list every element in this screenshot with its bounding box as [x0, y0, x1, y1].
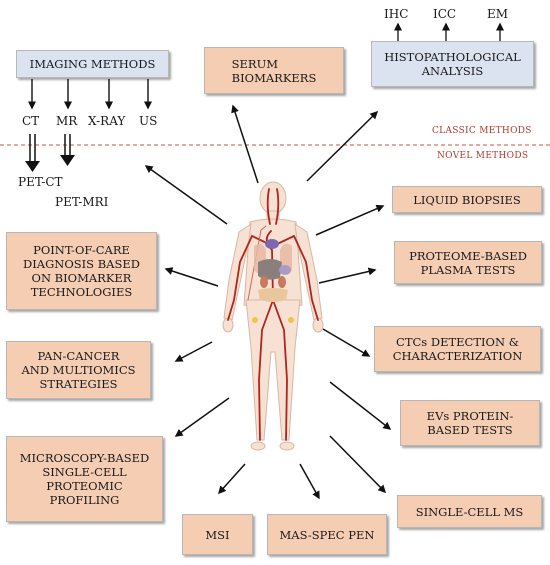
- microscopy-line2: SINGLE-CELL: [42, 465, 127, 479]
- liquid-biopsies-box: LIQUID BIOPSIES: [392, 186, 542, 213]
- imaging-method-us: US: [139, 114, 158, 128]
- ctc-line1: CTCs DETECTION &: [396, 335, 519, 349]
- imaging-methods-title: IMAGING METHODS: [29, 57, 156, 71]
- histo-subtype-icc: ICC: [433, 7, 457, 21]
- novel-methods-label: NOVEL METHODS: [437, 151, 529, 161]
- msi-box: MSI: [182, 514, 253, 555]
- pan-cancer-box: PAN-CANCER AND MULTIOMICS STRATEGIES: [6, 341, 151, 399]
- evs-line2: BASED TESTS: [427, 423, 513, 437]
- poc-line2: DIAGNOSIS BASED: [23, 257, 140, 271]
- point-of-care-box: POINT-OF-CARE DIAGNOSIS BASED ON BIOMARK…: [6, 232, 157, 310]
- imaging-arrows: [28, 79, 152, 110]
- imaging-method-ct: CT: [22, 114, 40, 128]
- serum-biomarkers-line2: BIOMARKERS: [231, 70, 317, 85]
- microscopy-line4: PROFILING: [49, 493, 120, 507]
- histo-line2: ANALYSIS: [421, 64, 484, 78]
- histo-subtype-em: EM: [487, 7, 509, 21]
- imaging-method-xray: X-RAY: [88, 114, 126, 128]
- proteome-line2: PLASMA TESTS: [420, 262, 516, 277]
- pancancer-line3: STRATEGIES: [39, 377, 118, 391]
- imaging-methods-box: IMAGING METHODS: [16, 50, 169, 78]
- radial-arrows: [144, 104, 392, 500]
- classic-methods-label: CLASSIC METHODS: [432, 126, 532, 136]
- mas-spec-pen-box: MAS-SPEC PEN: [267, 514, 387, 555]
- poc-line3: ON BIOMARKER: [31, 271, 132, 285]
- pancancer-line2: AND MULTIOMICS: [21, 363, 136, 377]
- microscopy-based-box: MICROSCOPY-BASED SINGLE-CELL PROTEOMIC P…: [6, 436, 163, 522]
- histo-arrows: [394, 22, 504, 41]
- poc-line1: POINT-OF-CARE: [33, 243, 130, 257]
- single-cell-ms-box: SINGLE-CELL MS: [397, 495, 542, 528]
- human-body-figure: [222, 181, 324, 451]
- liquid-biopsies-label: LIQUID BIOPSIES: [413, 192, 521, 207]
- mas-spec-pen-label: MAS-SPEC PEN: [279, 527, 375, 542]
- histo-line1: HISTOPATHOLOGICAL: [384, 50, 521, 64]
- evs-protein-box: EVs PROTEIN- BASED TESTS: [400, 400, 540, 446]
- proteome-line1: PROTEOME-BASED: [409, 248, 527, 263]
- poc-line4: TECHNOLOGIES: [30, 285, 133, 299]
- imaging-method-mr: MR: [56, 114, 78, 128]
- msi-label: MSI: [205, 527, 230, 542]
- histopathological-analysis-box: HISTOPATHOLOGICAL ANALYSIS: [371, 41, 534, 87]
- single-cell-ms-label: SINGLE-CELL MS: [415, 504, 524, 519]
- hybrid-imaging-pet-ct: PET-CT: [18, 175, 63, 189]
- microscopy-line1: MICROSCOPY-BASED: [19, 451, 150, 465]
- hybrid-arrows: [25, 134, 75, 172]
- proteome-based-box: PROTEOME-BASED PLASMA TESTS: [394, 241, 542, 284]
- hybrid-imaging-pet-mri: PET-MRI: [55, 195, 109, 209]
- ctcs-detection-box: CTCs DETECTION & CHARACTERIZATION: [374, 326, 541, 372]
- histo-subtype-ihc: IHC: [384, 7, 409, 21]
- serum-biomarkers-box: SERUM BIOMARKERS: [204, 47, 344, 94]
- microscopy-line3: PROTEOMIC: [46, 479, 123, 493]
- ctc-line2: CHARACTERIZATION: [392, 349, 523, 363]
- serum-biomarkers-line1: SERUM: [231, 56, 279, 71]
- pancancer-line1: PAN-CANCER: [37, 349, 120, 363]
- evs-line1: EVs PROTEIN-: [426, 409, 514, 423]
